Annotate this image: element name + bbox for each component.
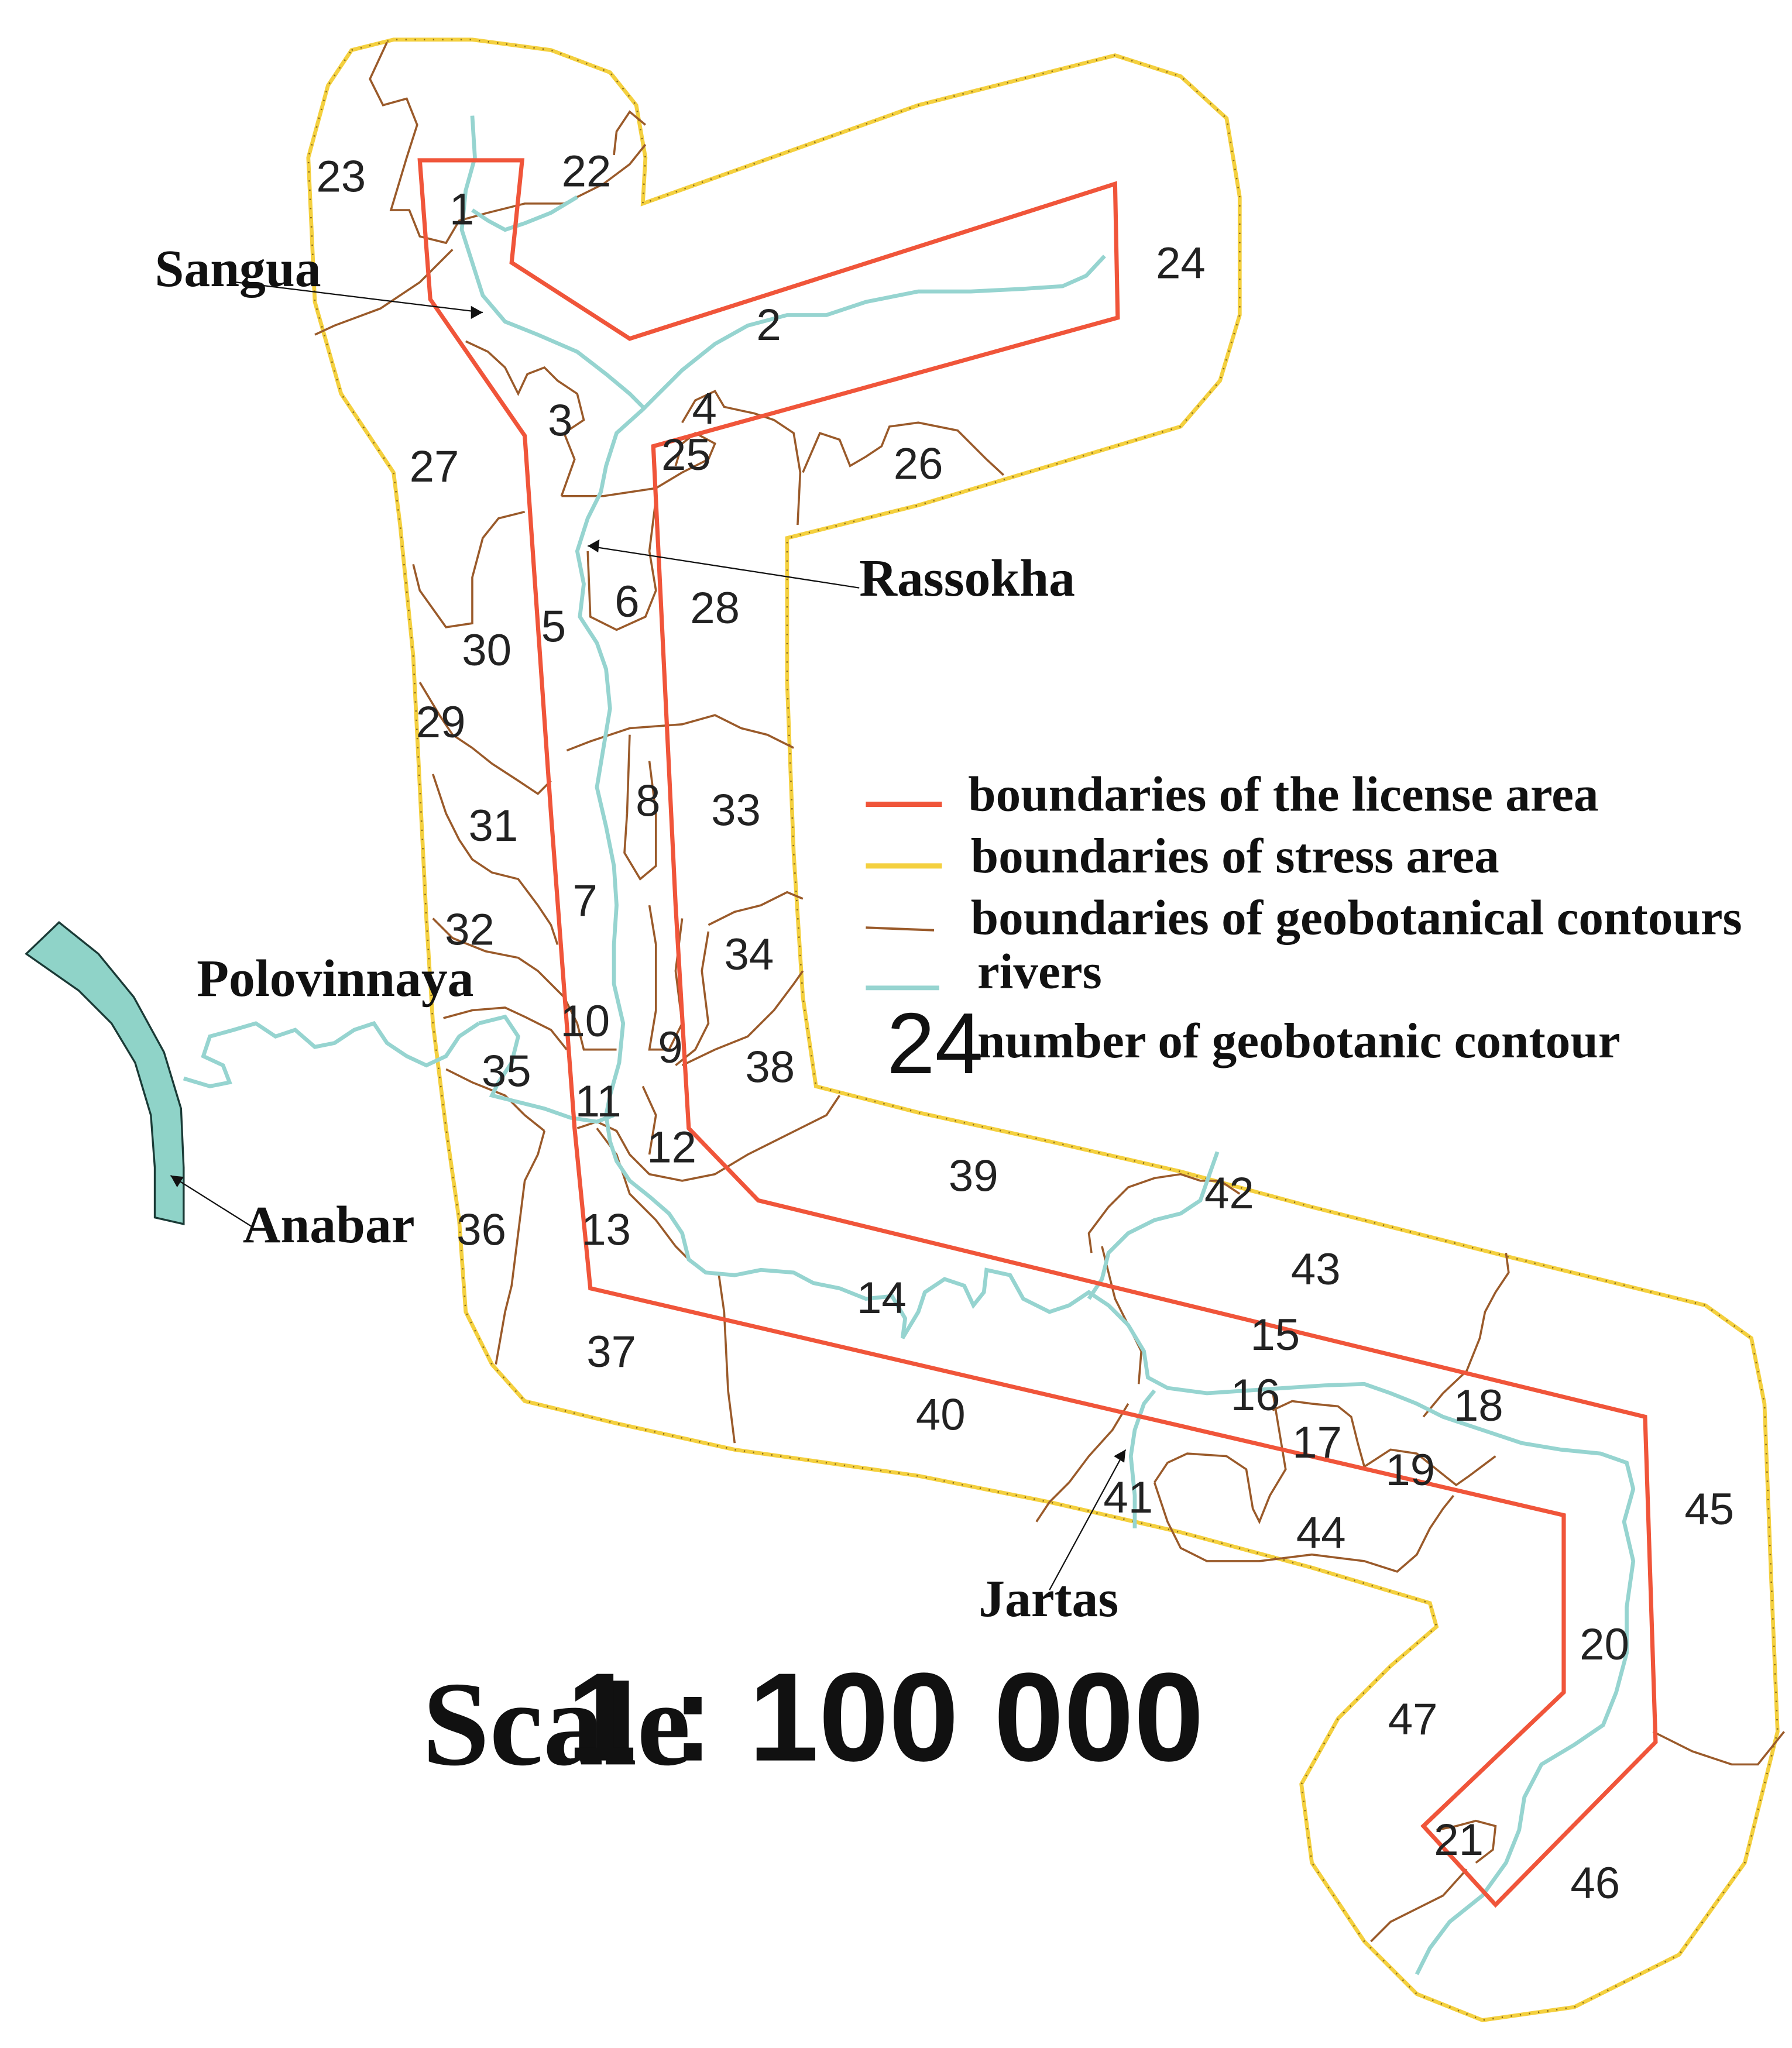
contour-number-5: 5	[541, 602, 566, 652]
contour-number-17: 17	[1292, 1418, 1342, 1468]
contour-number-25: 25	[661, 430, 711, 480]
contour-number-10: 10	[560, 996, 610, 1046]
rassokha-pointer	[588, 545, 860, 589]
river-pointers	[170, 281, 1127, 1590]
scale-word: Scale	[423, 1657, 691, 1791]
river-name-anabar: Anabar	[243, 1196, 415, 1254]
contour-number-20: 20	[1580, 1620, 1629, 1669]
contour-number-7: 7	[573, 876, 598, 926]
contour-number-24: 24	[1156, 239, 1206, 288]
legend-label-geobotanical: boundaries of geobotanical contours	[971, 890, 1742, 945]
contour-number-15: 15	[1250, 1310, 1300, 1360]
river-name-rassokha: Rassokha	[859, 549, 1075, 607]
anabar-pointer	[170, 1174, 252, 1228]
contour-number-21: 21	[1434, 1815, 1484, 1865]
contour-number-46: 46	[1570, 1858, 1620, 1908]
sangua-pointer	[236, 281, 483, 314]
contour-number-3: 3	[548, 396, 572, 446]
legend-example-number: 24	[887, 995, 983, 1092]
contour-number-45: 45	[1684, 1485, 1734, 1534]
contour-number-34: 34	[725, 930, 774, 980]
legend: boundaries of the license area boundarie…	[866, 767, 1742, 1092]
contour-number-13: 13	[581, 1205, 631, 1255]
contour-number-26: 26	[894, 439, 943, 489]
legend-label-stress: boundaries of stress area	[971, 829, 1499, 884]
contour-number-44: 44	[1296, 1508, 1346, 1558]
sangua-arrowhead	[471, 305, 483, 319]
contour-number-23: 23	[316, 152, 366, 202]
contour-number-37: 37	[586, 1327, 636, 1377]
contour-number-16: 16	[1231, 1370, 1281, 1420]
river-name-polovinnaya: Polovinnaya	[197, 950, 473, 1008]
license-area-boundary	[417, 158, 1658, 1908]
contour-number-8: 8	[636, 776, 660, 826]
contour-number-36: 36	[456, 1205, 506, 1255]
contour-number-14: 14	[857, 1273, 907, 1323]
legend-label-license: boundaries of the license area	[968, 767, 1598, 822]
contour-number-47: 47	[1388, 1695, 1438, 1744]
contour-number-9: 9	[658, 1023, 682, 1073]
jartas-pointer	[1049, 1449, 1127, 1590]
contour-number-12: 12	[647, 1122, 696, 1172]
contour-number-30: 30	[462, 626, 511, 675]
contour-number-31: 31	[468, 801, 518, 851]
contour-number-38: 38	[745, 1043, 795, 1092]
anabar-river	[25, 921, 185, 1225]
contour-number-29: 29	[416, 697, 466, 747]
river-names: Sangua Rassokha Polovinnaya Anabar Jarta…	[155, 240, 1119, 1628]
anabar-arrowhead	[170, 1175, 184, 1188]
contour-number-4: 4	[692, 384, 717, 434]
legend-swatch-geobotanical	[866, 926, 935, 932]
contour-number-11: 11	[575, 1077, 622, 1126]
jartas-arrowhead	[1114, 1449, 1126, 1463]
contour-number-22: 22	[562, 147, 612, 197]
river-name-jartas: Jartas	[979, 1570, 1118, 1628]
river-name-sangua: Sangua	[155, 240, 321, 298]
rassokha-arrowhead	[588, 539, 600, 553]
contour-number-27: 27	[410, 442, 459, 492]
map-scale: Scale 1 : 100 000	[423, 1647, 1204, 1791]
contour-number-18: 18	[1454, 1381, 1503, 1431]
contour-number-33: 33	[711, 785, 761, 835]
stress-area-boundary	[306, 37, 1780, 2022]
contour-number-19: 19	[1385, 1445, 1435, 1495]
contour-number-1: 1	[449, 185, 474, 235]
contour-number-39: 39	[949, 1152, 998, 1201]
contour-number-41: 41	[1103, 1473, 1153, 1523]
contour-number-2: 2	[756, 300, 781, 350]
contour-number-32: 32	[445, 905, 495, 954]
contour-number-43: 43	[1291, 1245, 1341, 1294]
contour-number-40: 40	[916, 1390, 966, 1440]
legend-label-rivers: rivers	[977, 944, 1102, 999]
contour-number-6: 6	[615, 577, 639, 627]
scale-ratio: 1 : 100 000	[567, 1647, 1204, 1788]
legend-label-contour-number: number of geobotanic contour	[977, 1013, 1621, 1068]
contour-number-35: 35	[482, 1046, 531, 1096]
contour-number-28: 28	[690, 583, 740, 633]
contour-number-42: 42	[1204, 1169, 1254, 1218]
